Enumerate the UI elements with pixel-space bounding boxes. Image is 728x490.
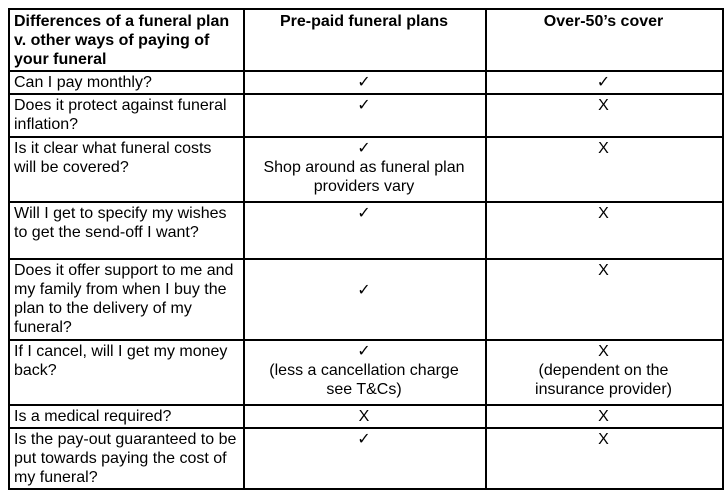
header-row: Differences of a funeral plan v. other w… — [8, 8, 724, 72]
check-mark: ✓ — [357, 343, 371, 360]
table-row-support: Does it offer support to me and my famil… — [8, 258, 724, 341]
prepaid-cell: ✓ — [243, 70, 487, 95]
prepaid-cell: ✓ (less a cancellation charge see T&Cs) — [243, 339, 487, 406]
question-cell: Does it protect against funeral inflatio… — [8, 93, 245, 138]
over50-cell: X (dependent on the insurance provider) — [485, 339, 724, 406]
question-cell: Is the pay-out guaranteed to be put towa… — [8, 427, 245, 490]
check-mark: ✓ — [357, 282, 371, 299]
over50-cell: X — [485, 427, 724, 490]
check-mark: ✓ — [357, 97, 371, 114]
prepaid-cell: ✓ — [243, 258, 487, 341]
question-cell: If I cancel, will I get my money back? — [8, 339, 245, 406]
x-mark: X — [598, 205, 609, 222]
table-row-medical: Is a medical required? X X — [8, 404, 724, 429]
cell-note: (dependent on the insurance provider) — [535, 362, 672, 398]
header-differences: Differences of a funeral plan v. other w… — [8, 8, 245, 72]
check-mark: ✓ — [357, 74, 371, 91]
table-row-costs-covered: Is it clear what funeral costs will be c… — [8, 136, 724, 203]
x-mark: X — [598, 262, 609, 279]
funeral-plan-comparison-table: Differences of a funeral plan v. other w… — [8, 8, 724, 490]
table-row-pay-monthly: Can I pay monthly? ✓ ✓ — [8, 70, 724, 95]
over50-cell: X — [485, 201, 724, 260]
table-row-cancel-refund: If I cancel, will I get my money back? ✓… — [8, 339, 724, 406]
table-row-inflation: Does it protect against funeral inflatio… — [8, 93, 724, 138]
prepaid-cell: ✓ — [243, 93, 487, 138]
question-cell: Is a medical required? — [8, 404, 245, 429]
over50-cell: X — [485, 136, 724, 203]
prepaid-cell: ✓ — [243, 201, 487, 260]
header-over50-cover: Over-50’s cover — [485, 8, 724, 72]
cell-note: (less a cancellation charge see T&Cs) — [269, 362, 459, 398]
check-mark: ✓ — [357, 431, 371, 448]
question-cell: Does it offer support to me and my famil… — [8, 258, 245, 341]
cell-note: Shop around as funeral plan providers va… — [263, 159, 465, 195]
x-mark: X — [598, 343, 609, 360]
over50-cell: X — [485, 258, 724, 341]
over50-cell: X — [485, 93, 724, 138]
over50-cell: ✓ — [485, 70, 724, 95]
check-mark: ✓ — [357, 140, 371, 157]
x-mark: X — [598, 140, 609, 157]
x-mark: X — [598, 97, 609, 114]
x-mark: X — [358, 408, 370, 425]
check-mark: ✓ — [357, 205, 371, 222]
question-cell: Is it clear what funeral costs will be c… — [8, 136, 245, 203]
x-mark: X — [598, 431, 609, 448]
over50-cell: X — [485, 404, 724, 429]
question-cell: Will I get to specify my wishes to get t… — [8, 201, 245, 260]
prepaid-cell: ✓ Shop around as funeral plan providers … — [243, 136, 487, 203]
check-mark: ✓ — [596, 74, 611, 91]
table-row-payout-guaranteed: Is the pay-out guaranteed to be put towa… — [8, 427, 724, 490]
x-mark: X — [598, 408, 609, 425]
header-prepaid-plans: Pre-paid funeral plans — [243, 8, 487, 72]
prepaid-cell: X — [243, 404, 487, 429]
question-cell: Can I pay monthly? — [8, 70, 245, 95]
prepaid-cell: ✓ — [243, 427, 487, 490]
table-row-specify-wishes: Will I get to specify my wishes to get t… — [8, 201, 724, 260]
